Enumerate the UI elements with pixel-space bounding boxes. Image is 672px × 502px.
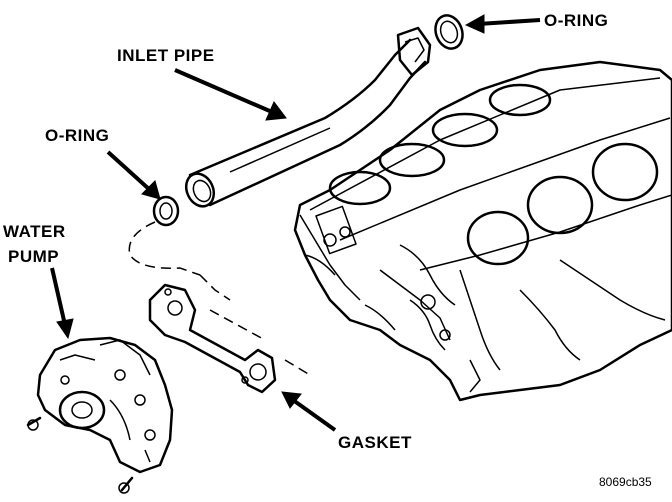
figure-code: 8069cb35 xyxy=(599,475,652,489)
arrow-inlet-pipe xyxy=(174,68,287,121)
gasket-part xyxy=(148,283,277,394)
water-label: WATER xyxy=(3,222,66,241)
o-ring-top-label: O-RING xyxy=(544,11,608,30)
bolt-1 xyxy=(26,416,42,431)
inlet-pipe xyxy=(184,26,432,208)
o-ring-top-part xyxy=(434,14,464,50)
arrow-o-ring-left xyxy=(106,150,161,200)
o-ring-left-label: O-RING xyxy=(45,126,109,145)
o-ring-left-part xyxy=(152,195,180,227)
pump-label: PUMP xyxy=(8,247,59,266)
inlet-pipe-label: INLET PIPE xyxy=(117,46,215,65)
bolt-2 xyxy=(118,476,134,494)
alignment-lines xyxy=(128,221,311,376)
engine-block xyxy=(293,60,672,402)
arrow-water-pump xyxy=(50,267,74,340)
arrow-o-ring-top xyxy=(464,14,541,34)
arrow-gasket xyxy=(281,391,337,432)
water-pump-part xyxy=(26,336,174,494)
gasket-label: GASKET xyxy=(338,433,412,452)
